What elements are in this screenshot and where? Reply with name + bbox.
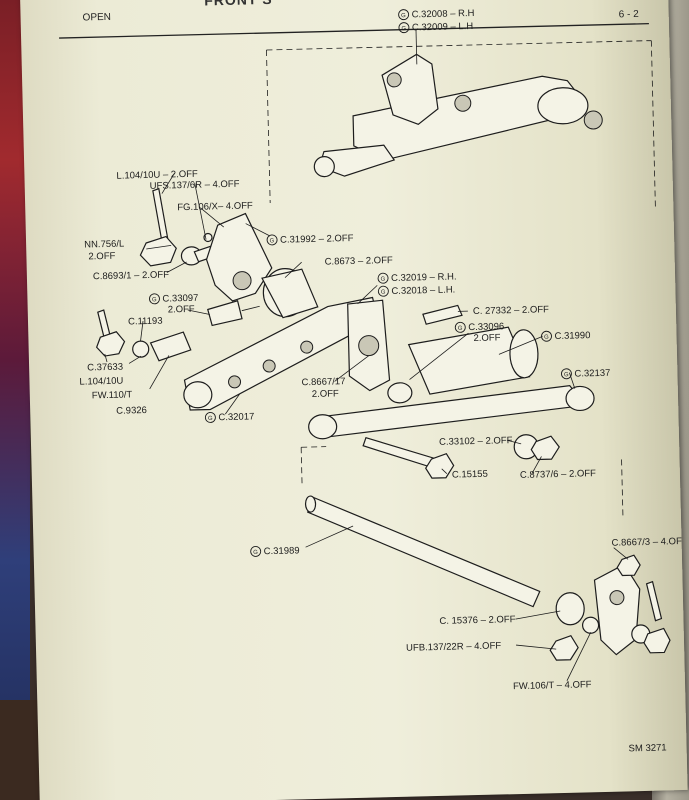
callout-c9326: C.9326 bbox=[116, 405, 147, 417]
callout-ufs137: UFS.137/6R – 4.OFF bbox=[150, 179, 240, 192]
svg-text:G: G bbox=[458, 326, 463, 332]
callout-c15376: C. 15376 – 2.OFF bbox=[439, 614, 515, 627]
callout-c32019: C.32019 – R.H. bbox=[391, 271, 457, 284]
callout-c32137: C.32137 bbox=[574, 368, 610, 380]
callout-nn756-qty: 2.OFF bbox=[88, 251, 115, 263]
callout-c8693: C.8693/1 – 2.OFF bbox=[93, 269, 169, 282]
callout-c33096-qty: 2.OFF bbox=[473, 332, 500, 344]
svg-text:G: G bbox=[381, 290, 386, 296]
callout-c32017: C.32017 bbox=[218, 411, 254, 423]
callout-fw106: FW.106/T – 4.OFF bbox=[513, 679, 592, 692]
lower-frame bbox=[300, 446, 624, 520]
svg-text:G: G bbox=[253, 550, 258, 556]
svg-text:G: G bbox=[544, 335, 549, 341]
callout-c8667-17: C.8667/17 bbox=[301, 376, 345, 388]
leader-lines bbox=[104, 173, 629, 682]
callout-c11193: C.11193 bbox=[128, 316, 163, 328]
callout-c31989: C.31989 bbox=[264, 545, 300, 557]
callout-ufb137: UFB.137/22R – 4.OFF bbox=[406, 640, 501, 653]
svg-text:G: G bbox=[208, 416, 213, 422]
assembly-label-rh: C.32008 – R.H bbox=[411, 8, 474, 21]
callout-c33096: C.33096 bbox=[468, 321, 504, 333]
part-callouts: L.104/10U – 2.OFF UFS.137/6R – 4.OFF FG.… bbox=[79, 169, 687, 692]
callout-c8673: C.8673 – 2.OFF bbox=[325, 255, 394, 268]
header-title: FRONT S bbox=[204, 0, 273, 8]
strut-parts bbox=[308, 385, 595, 479]
callout-l104-top: L.104/10U – 2.OFF bbox=[116, 169, 198, 182]
assembled-wishbone-drawing bbox=[313, 29, 603, 178]
svg-text:G: G bbox=[381, 277, 386, 283]
callout-c8737: C.8737/6 – 2.OFF bbox=[520, 468, 596, 481]
callout-c31992: C.31992 – 2.OFF bbox=[280, 233, 354, 246]
header-left-text: OPEN bbox=[82, 12, 111, 24]
svg-text:G: G bbox=[564, 372, 569, 378]
long-rod-parts bbox=[304, 495, 600, 661]
callout-c31990: C.31990 bbox=[554, 330, 590, 342]
lower-bracket-parts bbox=[593, 554, 671, 656]
lower-arm-parts bbox=[95, 296, 391, 411]
callout-nn756: NN.756/L bbox=[84, 239, 124, 251]
header-page-ref: 6 - 2 bbox=[619, 9, 640, 20]
tube-parts bbox=[387, 304, 539, 404]
svg-text:G: G bbox=[270, 238, 275, 244]
svg-text:G: G bbox=[401, 26, 406, 32]
assembly-label-lh: C.32009 – L.H bbox=[412, 21, 474, 33]
callout-c27332: C. 27332 – 2.OFF bbox=[473, 304, 549, 317]
callout-c32018: C.32018 – L.H. bbox=[391, 284, 455, 297]
callout-fw110: FW.110/T bbox=[92, 389, 133, 401]
assembly-frame bbox=[266, 40, 656, 209]
exploded-diagram: OPEN FRONT S 6 - 2 G C.32008 – R.H G C.3… bbox=[59, 0, 688, 754]
upper-pivot-parts bbox=[139, 187, 319, 319]
callout-c8667-17-qty: 2.OFF bbox=[312, 388, 339, 400]
header-rule bbox=[59, 22, 649, 39]
callout-c15155: C.15155 bbox=[452, 469, 488, 481]
footer-ref: SM 3271 bbox=[628, 742, 666, 754]
manual-page: OPEN FRONT S 6 - 2 G C.32008 – R.H G C.3… bbox=[20, 0, 688, 800]
callout-l104-bottom: L.104/10U bbox=[79, 376, 123, 388]
svg-text:G: G bbox=[152, 297, 157, 303]
assembly-label: G C.32008 – R.H G C.32009 – L.H bbox=[398, 8, 475, 33]
callout-c33102: C.33102 – 2.OFF bbox=[439, 435, 513, 448]
callout-c33097-qty: 2.OFF bbox=[168, 304, 195, 316]
callout-c37633: C.37633 bbox=[87, 362, 123, 374]
svg-text:G: G bbox=[401, 13, 406, 19]
callout-c33097: C.33097 bbox=[162, 293, 198, 305]
callout-c8667-3: C.8667/3 – 4.OFF bbox=[611, 536, 687, 549]
callout-fg106: FG.106/X– 4.OFF bbox=[177, 200, 253, 213]
